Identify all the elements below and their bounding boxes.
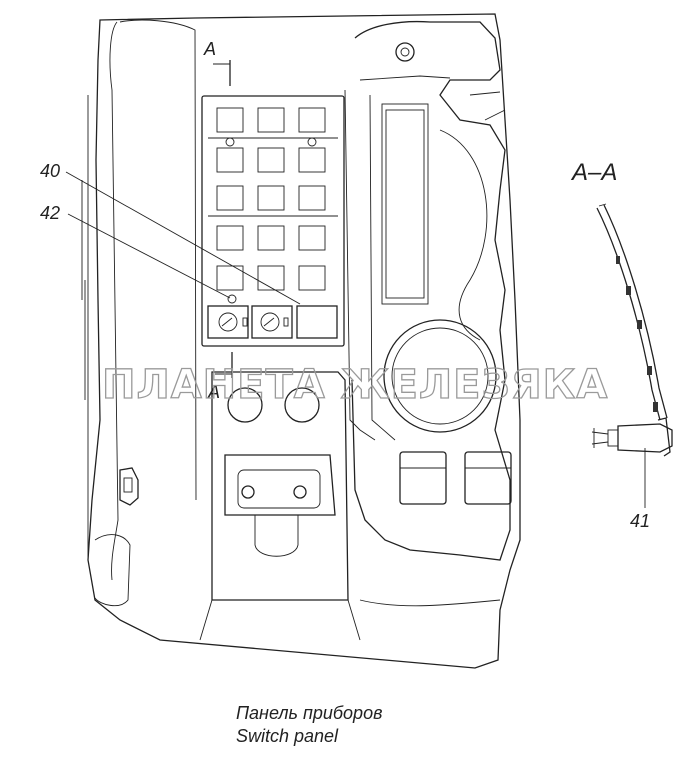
callout-41: 41 (630, 511, 650, 531)
right-bezel (344, 20, 512, 561)
leader-lines (65, 171, 646, 508)
section-aa-detail (591, 203, 673, 457)
caption-english: Switch panel (236, 726, 339, 746)
panel-housing (81, 13, 521, 669)
caption-russian: Панель приборов (236, 703, 383, 723)
switch-grid (201, 95, 345, 347)
section-mark-bottom: A (207, 382, 220, 402)
callout-42: 42 (40, 203, 60, 223)
watermark: ПЛАНЕТА ЖЕЛЕЗЯКА (102, 362, 608, 408)
section-marks (213, 60, 233, 378)
section-title: A–A (570, 159, 617, 186)
center-console (199, 371, 501, 641)
section-mark-top: A (203, 39, 216, 59)
callout-40: 40 (40, 161, 60, 181)
